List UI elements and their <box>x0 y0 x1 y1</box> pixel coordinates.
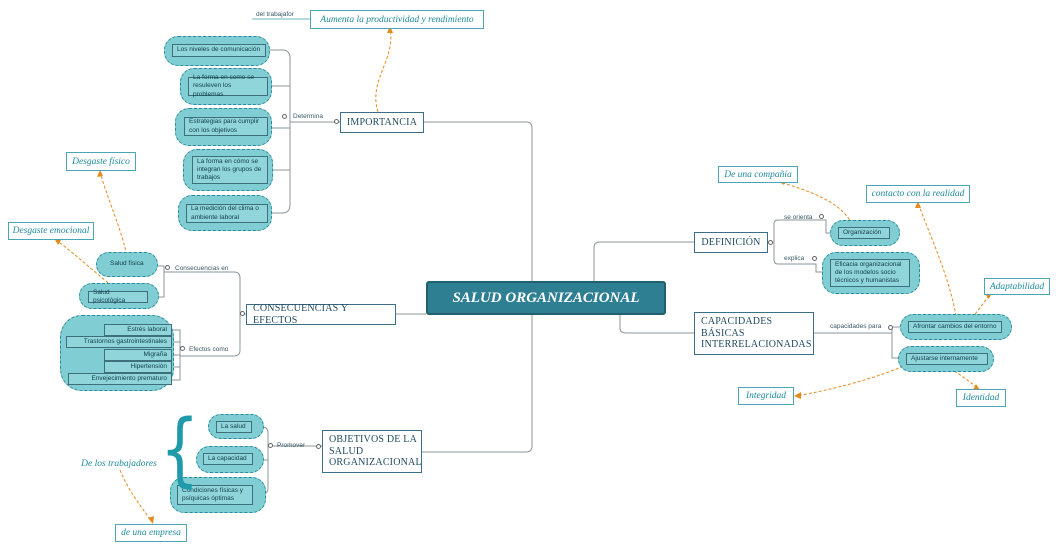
subtopic-niveles-comunicacion[interactable]: Los niveles de comunicación <box>172 44 266 57</box>
connector-efectos-brace <box>172 329 181 381</box>
subtopic-estres-laboral[interactable]: Estrés laboral <box>104 324 172 336</box>
connector-dot <box>888 325 893 330</box>
note-identidad-text: Identidad <box>962 393 1000 403</box>
link-label-se-orienta: se orienta <box>784 214 813 221</box>
note-desgaste-fisico[interactable]: Desgaste físico <box>66 152 136 171</box>
connector-definicion <box>593 241 694 299</box>
note-productividad-text: Aumenta la productividad y rendimiento <box>320 14 474 25</box>
subtopic-eficacia[interactable]: Eficacia organizacional de los modelos s… <box>830 259 910 287</box>
note-desgaste-fisico-text: Desgaste físico <box>72 156 130 167</box>
arrowhead <box>387 26 393 33</box>
arrowhead <box>973 384 980 390</box>
topic-importancia[interactable]: IMPORTANCIA <box>340 112 424 133</box>
central-topic[interactable]: SALUD ORGANIZACIONAL <box>426 281 666 315</box>
connector-dot <box>165 265 170 270</box>
subtopic-migrana[interactable]: Migraña <box>104 349 172 361</box>
connector-dot <box>268 443 273 448</box>
note-contacto-realidad[interactable]: contacto con la realidad <box>866 185 970 203</box>
subtopic-la-salud[interactable]: La salud <box>216 421 252 433</box>
topic-capacidades-label: CAPACIDADES BÁSICAS INTERRELACIONADAS <box>701 316 812 351</box>
link-label-efectos-como: Efectos como <box>189 346 229 353</box>
subtopic-la-capacidad[interactable]: La capacidad <box>203 453 253 465</box>
note-desgaste-emocional[interactable]: Desgaste emocional <box>8 222 94 240</box>
topic-objetivos-label: OBJETIVOS DE LA SALUD ORGANIZACIONAL <box>329 434 422 469</box>
connector-dot <box>316 444 321 449</box>
arrow-realidad-note <box>917 202 957 317</box>
note-adaptabilidad-text: Adaptabilidad <box>989 281 1045 292</box>
subtopic-resolver-problemas[interactable]: La forma en como se resuleven los proble… <box>188 74 268 98</box>
note-una-compania-text: De una compañía <box>724 169 792 180</box>
arrowhead <box>148 516 154 524</box>
cloud-salud-fisica <box>96 252 158 277</box>
topic-objetivos[interactable]: OBJETIVOS DE LA SALUD ORGANIZACIONAL <box>322 430 422 473</box>
connector-dot <box>240 311 245 316</box>
topic-definicion[interactable]: DEFINICIÓN <box>694 232 768 253</box>
arrow-definicion-note <box>779 181 853 225</box>
subtopic-medicion-clima[interactable]: La medición del clima o ambiente laboral <box>186 204 268 223</box>
link-label-capacidades-para: capacidades para <box>830 323 882 330</box>
link-label-consecuencias-en: Consecuencias en <box>175 265 229 272</box>
topic-consecuencias-label: CONSECUENCIAS Y EFECTOS <box>253 303 348 326</box>
connector-center-left <box>424 121 533 299</box>
arrow-importancia-note <box>375 27 392 113</box>
note-una-empresa-text: de una empresa <box>121 528 181 538</box>
brace-trabajadores: { <box>160 400 200 496</box>
topic-consecuencias[interactable]: CONSECUENCIAS Y EFECTOS <box>246 303 396 326</box>
subtopic-condiciones[interactable]: Condiciones físicas y psíquicas óptimas <box>177 485 253 505</box>
note-adaptabilidad[interactable]: Adaptabilidad <box>984 278 1050 295</box>
subtopic-envejecimiento[interactable]: Envejecimiento prematuro <box>68 373 172 385</box>
subtopic-ajustarse[interactable]: Ajustarse internamente <box>906 353 988 365</box>
connector-trunk-objetivos <box>422 298 533 453</box>
connector-dot <box>768 240 773 245</box>
subtopic-organizacion[interactable]: Organización <box>838 227 890 239</box>
note-una-compania[interactable]: De una compañía <box>718 166 798 183</box>
note-integridad-text: Integridad <box>745 391 787 401</box>
connector-dot <box>282 114 287 119</box>
subtopic-hipertension[interactable]: Hipertensión <box>104 361 172 373</box>
arrowhead <box>794 392 801 399</box>
note-contacto-realidad-text: contacto con la realidad <box>871 189 965 199</box>
arrowhead <box>915 201 921 208</box>
brace-label-trabajadores: De los trabajadores <box>81 457 157 471</box>
note-prefix-label: del trabajafor <box>256 11 294 18</box>
connector-dot <box>819 214 824 219</box>
subtopic-integrar-grupos[interactable]: La forma en cómo se integran los grupos … <box>192 156 268 184</box>
note-integridad[interactable]: Integridad <box>738 387 794 405</box>
subtopic-trastornos-gastrointestinales[interactable]: Trastornos gastrointestinales <box>66 336 172 348</box>
central-topic-label: SALUD ORGANIZACIONAL <box>452 289 640 306</box>
link-label-promover: Promover <box>277 442 306 449</box>
link-label-determina: Determina <box>293 113 323 120</box>
arrow-fisico-note <box>99 171 128 256</box>
connector-salud-brace <box>156 265 165 298</box>
connector-dot <box>334 119 339 124</box>
subtopic-salud-fisica[interactable]: Salud física <box>110 260 144 268</box>
brace-label-text: De los trabajadores <box>81 459 157 469</box>
connector-capacidades <box>619 298 694 334</box>
connector-consecuencias-brace <box>164 271 246 357</box>
connector-definicion-split <box>768 219 836 273</box>
connector-dot <box>180 346 185 351</box>
connector-dot <box>812 256 817 261</box>
link-label-explica: explica <box>784 255 805 262</box>
subtopic-salud-psicologica[interactable]: Salud psicológica <box>88 289 148 304</box>
note-productividad[interactable]: Aumenta la productividad y rendimiento <box>310 10 484 29</box>
topic-capacidades[interactable]: CAPACIDADES BÁSICAS INTERRELACIONADAS <box>694 312 814 355</box>
topic-importancia-label: IMPORTANCIA <box>346 116 418 128</box>
subtopic-estrategias[interactable]: Estrategias para cumplir con los objetiv… <box>184 117 268 136</box>
topic-definicion-label: DEFINICIÓN <box>701 236 761 248</box>
arrow-emocional-note <box>55 239 113 287</box>
note-una-empresa[interactable]: de una empresa <box>115 524 187 542</box>
note-identidad[interactable]: Identidad <box>956 389 1006 407</box>
subtopic-afrontar-cambios[interactable]: Afrontar cambios del entorno <box>908 321 1002 333</box>
arrowhead <box>97 170 103 177</box>
connector-importancia-brace <box>267 49 340 214</box>
note-desgaste-emocional-text: Desgaste emocional <box>12 226 90 236</box>
